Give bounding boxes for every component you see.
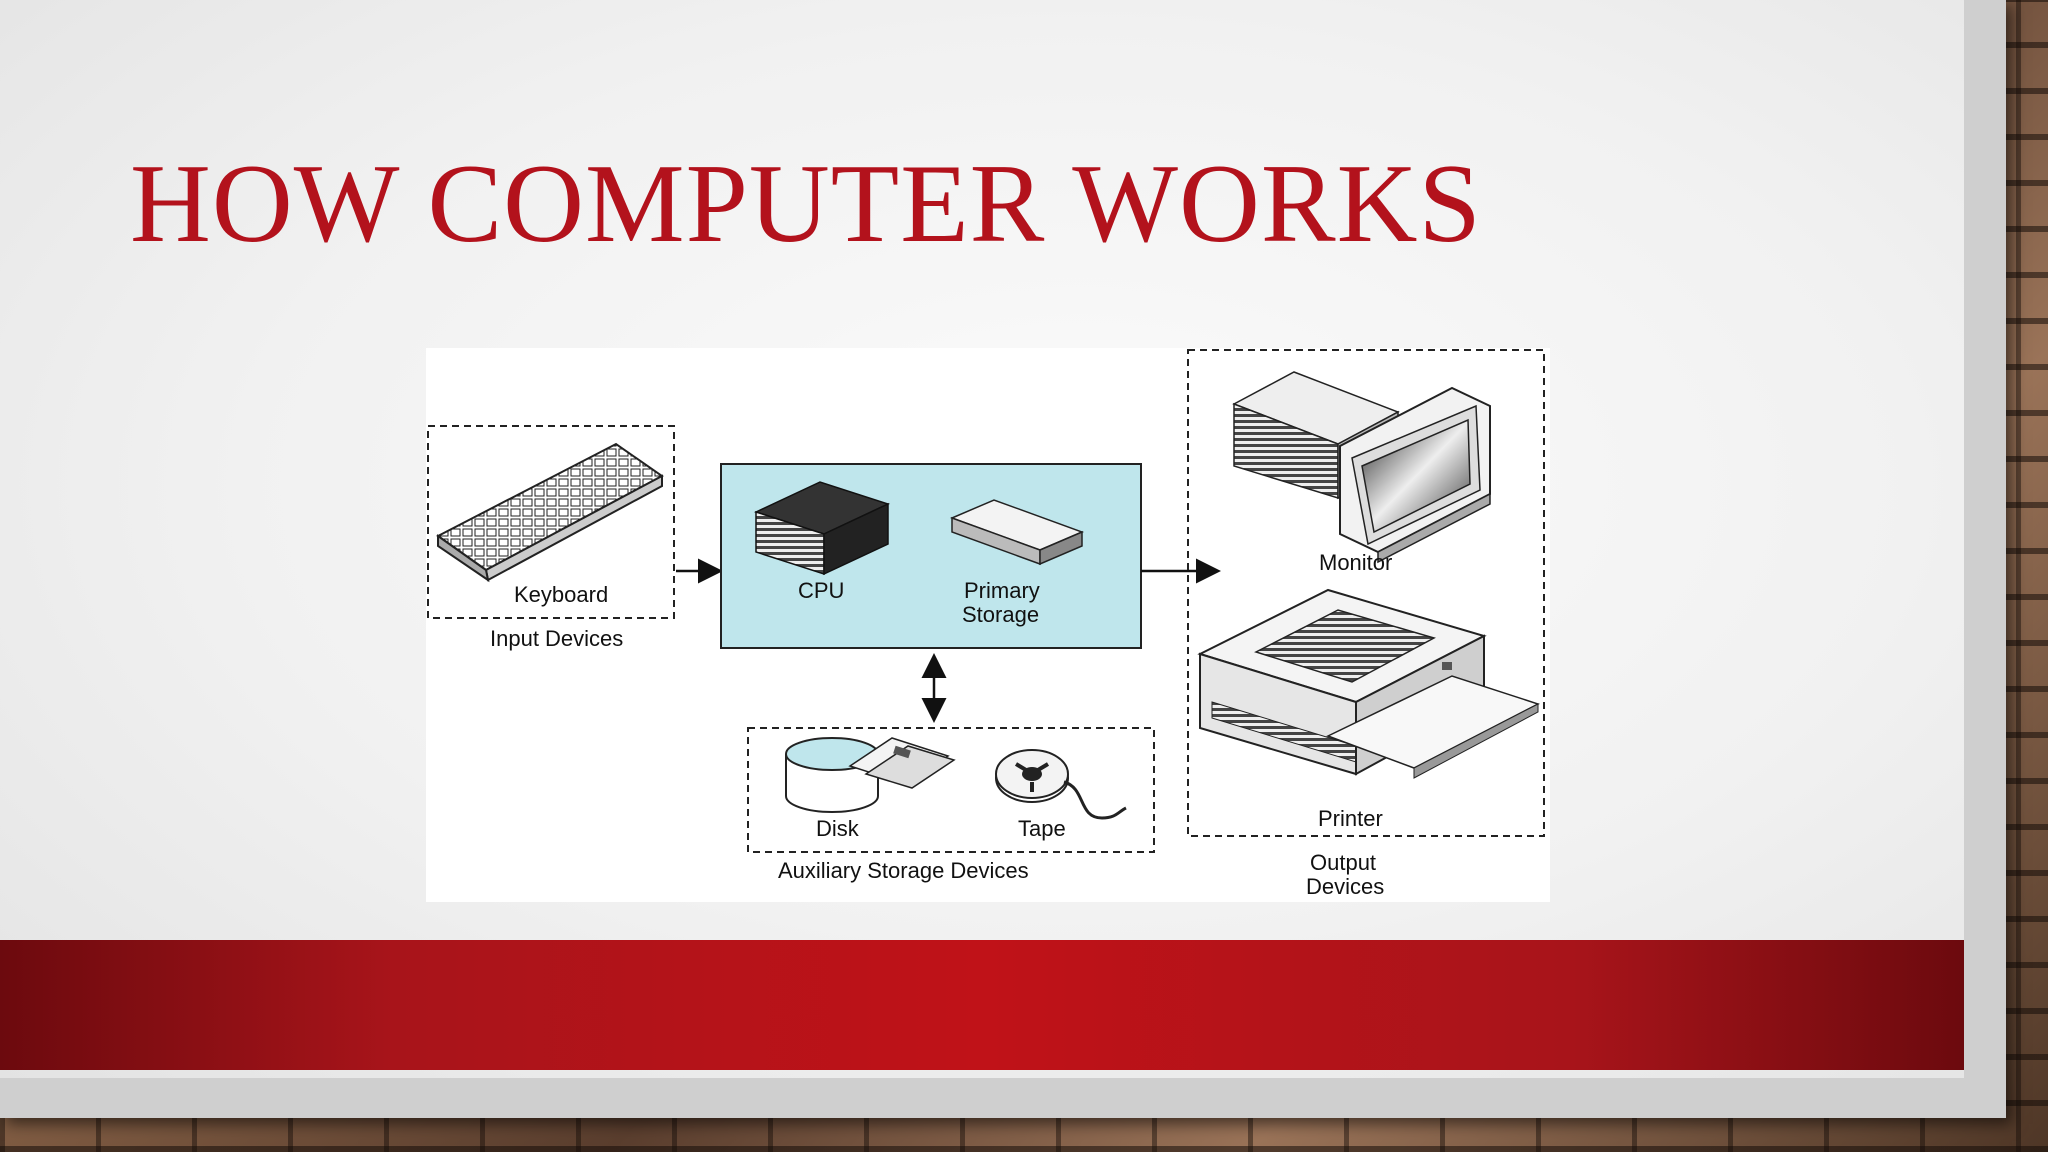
computer-flow-diagram: Keyboard Input Devices CPU P <box>426 348 1550 902</box>
disk-icon <box>785 737 956 813</box>
tape-label: Tape <box>1018 816 1066 841</box>
auxiliary-storage-label: Auxiliary Storage Devices <box>778 858 1029 883</box>
primary-storage-label-line1: Primary <box>964 578 1040 603</box>
slide: HOW COMPUTER WORKS <box>0 0 1964 1078</box>
output-devices-group: Monitor Printer Output Devices <box>1187 349 1545 899</box>
output-devices-label-line2: Devices <box>1306 874 1384 899</box>
auxiliary-group-border <box>747 727 1155 853</box>
input-group-border <box>427 425 675 619</box>
primary-storage-label-line2: Storage <box>962 602 1039 627</box>
tape-icon <box>995 749 1127 820</box>
disk-label: Disk <box>816 816 860 841</box>
output-devices-label-line1: Output <box>1310 850 1376 875</box>
input-devices-label: Input Devices <box>490 626 623 651</box>
cpu-icon <box>753 481 891 576</box>
printer-label: Printer <box>1318 806 1383 831</box>
slide-title: HOW COMPUTER WORKS <box>130 142 1482 266</box>
keyboard-label: Keyboard <box>514 582 608 607</box>
auxiliary-storage-group: Disk Tape Auxiliary Storage Devices <box>747 727 1155 883</box>
keyboard-icon <box>436 442 664 583</box>
monitor-icon <box>1232 371 1491 564</box>
input-devices-group: Keyboard Input Devices <box>427 425 675 651</box>
output-group-border <box>1187 349 1545 837</box>
monitor-label: Monitor <box>1319 550 1392 575</box>
cpu-label: CPU <box>798 578 844 603</box>
footer-red-band <box>0 940 1964 1070</box>
processing-unit-group: CPU Primary Storage <box>720 463 1142 649</box>
primary-storage-icon <box>949 499 1085 566</box>
printer-icon <box>1197 588 1540 779</box>
